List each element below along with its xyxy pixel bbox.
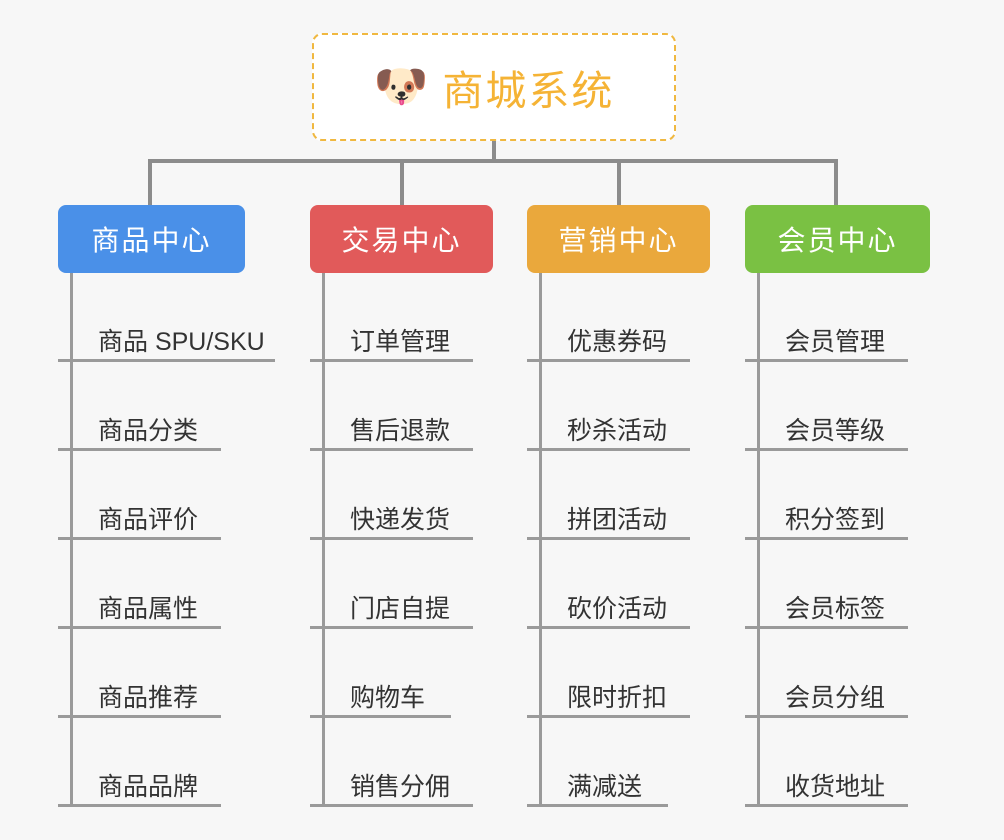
list-item[interactable]: 优惠券码 (527, 273, 690, 362)
item-list: 会员管理会员等级积分签到会员标签会员分组收货地址 (745, 273, 930, 807)
category-label: 商品中心 (91, 225, 212, 256)
item-label: 门店自提 (350, 594, 451, 623)
connector-root-stem (492, 141, 496, 161)
list-item[interactable]: 积分签到 (745, 451, 908, 540)
list-item[interactable]: 商品 SPU/SKU (58, 273, 275, 362)
list-item[interactable]: 会员管理 (745, 273, 908, 362)
list-item[interactable]: 快递发货 (310, 451, 473, 540)
list-item[interactable]: 会员标签 (745, 540, 908, 629)
root-title: 商城系统 (442, 68, 615, 114)
item-label: 商品品牌 (98, 772, 199, 801)
item-label: 会员分组 (785, 683, 886, 712)
item-label: 拼团活动 (567, 505, 668, 534)
connector-horizontal-bus (148, 159, 836, 163)
trunk-line (539, 273, 542, 807)
item-label: 收货地址 (785, 772, 886, 801)
list-item[interactable]: 商品分类 (58, 362, 221, 451)
trunk-line (322, 273, 325, 807)
column-member-center: 会员中心会员管理会员等级积分签到会员标签会员分组收货地址 (745, 205, 930, 807)
list-item[interactable]: 拼团活动 (527, 451, 690, 540)
item-label: 砍价活动 (567, 594, 668, 623)
list-item[interactable]: 商品推荐 (58, 629, 221, 718)
list-item[interactable]: 秒杀活动 (527, 362, 690, 451)
item-list: 优惠券码秒杀活动拼团活动砍价活动限时折扣满减送 (527, 273, 710, 807)
list-item[interactable]: 会员分组 (745, 629, 908, 718)
item-label: 会员等级 (785, 416, 886, 445)
category-header-member-center[interactable]: 会员中心 (745, 205, 930, 273)
connector-drop-trade-center (400, 159, 404, 205)
column-product-center: 商品中心商品 SPU/SKU 商品分类商品评价商品属性商品推荐商品品牌 (58, 205, 275, 807)
list-item[interactable]: 商品品牌 (58, 718, 221, 807)
item-list: 订单管理售后退款快递发货门店自提购物车销售分佣 (310, 273, 493, 807)
item-label: 积分签到 (785, 505, 886, 534)
item-label: 商品评价 (98, 505, 199, 534)
column-trade-center: 交易中心订单管理售后退款快递发货门店自提购物车销售分佣 (310, 205, 493, 807)
category-header-trade-center[interactable]: 交易中心 (310, 205, 493, 273)
item-label: 限时折扣 (567, 683, 668, 712)
root-node[interactable]: 🐶 商城系统 (312, 33, 676, 141)
item-label: 订单管理 (350, 327, 451, 356)
item-label: 商品分类 (98, 416, 199, 445)
list-item[interactable]: 满减送 (527, 718, 668, 807)
connector-drop-member-center (834, 159, 838, 205)
item-label: 优惠券码 (567, 327, 668, 356)
list-item[interactable]: 商品评价 (58, 451, 221, 540)
item-label: 商品 SPU/SKU (98, 327, 265, 356)
item-label: 购物车 (350, 683, 426, 712)
item-label: 商品属性 (98, 594, 199, 623)
item-label: 会员标签 (785, 594, 886, 623)
item-list: 商品 SPU/SKU 商品分类商品评价商品属性商品推荐商品品牌 (58, 273, 275, 807)
category-header-marketing-center[interactable]: 营销中心 (527, 205, 710, 273)
list-item[interactable]: 销售分佣 (310, 718, 473, 807)
list-item[interactable]: 砍价活动 (527, 540, 690, 629)
item-label: 满减送 (567, 772, 643, 801)
category-label: 营销中心 (558, 225, 679, 256)
connector-drop-marketing-center (617, 159, 621, 205)
list-item[interactable]: 商品属性 (58, 540, 221, 629)
trunk-line (757, 273, 760, 807)
item-label: 商品推荐 (98, 683, 199, 712)
connector-drop-product-center (148, 159, 152, 205)
column-marketing-center: 营销中心优惠券码秒杀活动拼团活动砍价活动限时折扣满减送 (527, 205, 710, 807)
list-item[interactable]: 订单管理 (310, 273, 473, 362)
list-item[interactable]: 门店自提 (310, 540, 473, 629)
list-item[interactable]: 限时折扣 (527, 629, 690, 718)
item-label: 快递发货 (350, 505, 451, 534)
category-label: 会员中心 (777, 225, 898, 256)
category-header-product-center[interactable]: 商品中心 (58, 205, 245, 273)
dog-face-icon: 🐶 (373, 62, 429, 111)
item-label: 秒杀活动 (567, 416, 668, 445)
category-label: 交易中心 (341, 225, 462, 256)
item-label: 会员管理 (785, 327, 886, 356)
list-item[interactable]: 收货地址 (745, 718, 908, 807)
item-label: 销售分佣 (350, 772, 451, 801)
list-item[interactable]: 会员等级 (745, 362, 908, 451)
trunk-line (70, 273, 73, 807)
list-item[interactable]: 购物车 (310, 629, 451, 718)
item-label: 售后退款 (350, 416, 451, 445)
list-item[interactable]: 售后退款 (310, 362, 473, 451)
